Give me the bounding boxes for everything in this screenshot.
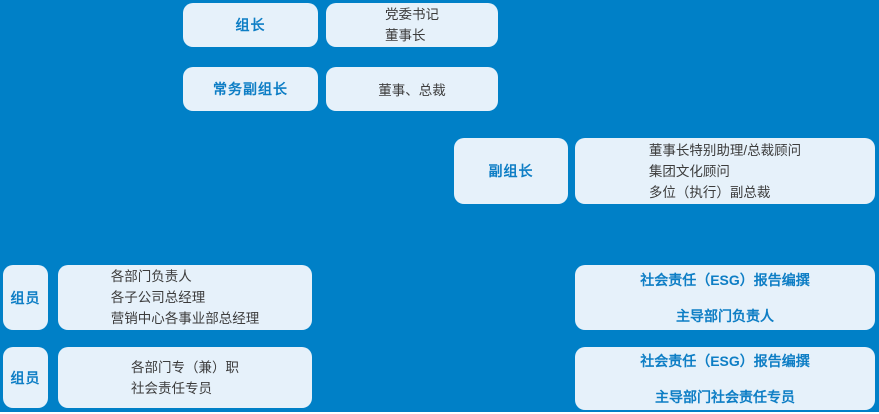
node-member-group-1-role-label: 组员 (10, 289, 41, 306)
node-member-group-1-role: 组员 (3, 265, 48, 330)
node-executive-deputy-role: 常务副组长 (183, 67, 318, 111)
leader-member-line: 党委书记 (385, 7, 439, 22)
node-esg-report-lead: 社会责任（ESG）报告编撰 主导部门负责人 (575, 265, 875, 330)
node-esg-report-specialist: 社会责任（ESG）报告编撰 主导部门社会责任专员 (575, 347, 875, 410)
deputy-member-line: 董事长特别助理/总裁顾问 (648, 142, 802, 158)
esg-report-lead-line: 主导部门负责人 (676, 307, 774, 324)
member-group-1-line: 各子公司总经理 (110, 290, 206, 305)
esg-report-specialist-line: 社会责任（ESG）报告编撰 (640, 352, 810, 369)
member-group-2-line: 社会责任专员 (131, 380, 212, 396)
node-executive-deputy-members: 董事、总裁 (326, 67, 498, 111)
executive-deputy-member-line: 董事、总裁 (378, 83, 446, 98)
deputy-member-line: 集团文化顾问 (648, 163, 730, 179)
node-deputy-members: 董事长特别助理/总裁顾问 集团文化顾问 多位（执行）副总裁 (575, 138, 875, 204)
node-deputy-role: 副组长 (454, 138, 568, 204)
member-group-1-line: 各部门负责人 (110, 269, 192, 284)
member-group-1-line: 营销中心各事业部总经理 (110, 311, 260, 326)
node-member-group-2-role: 组员 (3, 347, 48, 408)
esg-report-specialist-line: 主导部门社会责任专员 (655, 388, 795, 405)
leader-member-line: 董事长 (385, 28, 426, 43)
node-member-group-1-members: 各部门负责人 各子公司总经理 营销中心各事业部总经理 (58, 265, 312, 330)
deputy-member-line: 多位（执行）副总裁 (648, 184, 771, 200)
bottom-edge-divider (0, 412, 879, 414)
esg-report-lead-line: 社会责任（ESG）报告编撰 (640, 271, 810, 288)
node-leader-members: 党委书记 董事长 (326, 3, 498, 47)
node-leader-role: 组长 (183, 3, 318, 47)
node-leader-role-label: 组长 (235, 17, 266, 33)
node-executive-deputy-role-label: 常务副组长 (213, 81, 288, 97)
node-deputy-role-label: 副组长 (488, 163, 534, 179)
node-member-group-2-role-label: 组员 (10, 369, 41, 386)
member-group-2-line: 各部门专（兼）职 (131, 359, 239, 375)
node-member-group-2-members: 各部门专（兼）职 社会责任专员 (58, 347, 312, 408)
